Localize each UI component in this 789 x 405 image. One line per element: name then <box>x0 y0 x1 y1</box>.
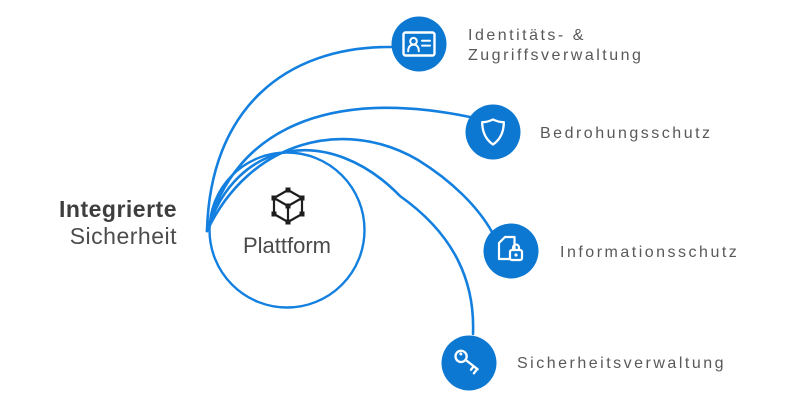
title-line1: Integrierte <box>59 196 177 222</box>
connector-curve-identity <box>205 45 394 233</box>
identity-node-circle <box>391 16 447 72</box>
diagram-title: Integrierte Sicherheit <box>0 196 177 250</box>
cube-network-icon <box>271 187 305 225</box>
title-line2: Sicherheit <box>69 223 177 249</box>
threat-node-circle <box>465 104 521 160</box>
branch-label-identity: Identitäts- & Zugriffsverwaltung <box>468 26 643 66</box>
branch-label-information: Informationsschutz <box>560 244 740 261</box>
branch-label-threat: Bedrohungsschutz <box>540 125 713 142</box>
id-card-icon <box>402 31 436 57</box>
branch-node-information <box>483 223 539 279</box>
key-icon <box>454 349 479 375</box>
branch-node-identity <box>391 16 447 72</box>
branch-node-security-mgmt <box>441 335 497 391</box>
shield-icon <box>481 118 505 146</box>
connector-curve-threat <box>205 106 472 233</box>
platform-label: Plattform <box>242 233 332 258</box>
branch-label-security-mgmt: Sicherheitsverwaltung <box>517 355 727 372</box>
connector-curve-security-mgmt <box>205 149 475 336</box>
branch-label-identity-line2: Zugriffsverwaltung <box>468 47 644 64</box>
branch-label-identity-line1: Identitäts- & <box>468 27 586 44</box>
document-lock-icon <box>497 235 524 262</box>
connector-curve-information <box>205 137 494 234</box>
branch-node-threat <box>465 104 521 160</box>
